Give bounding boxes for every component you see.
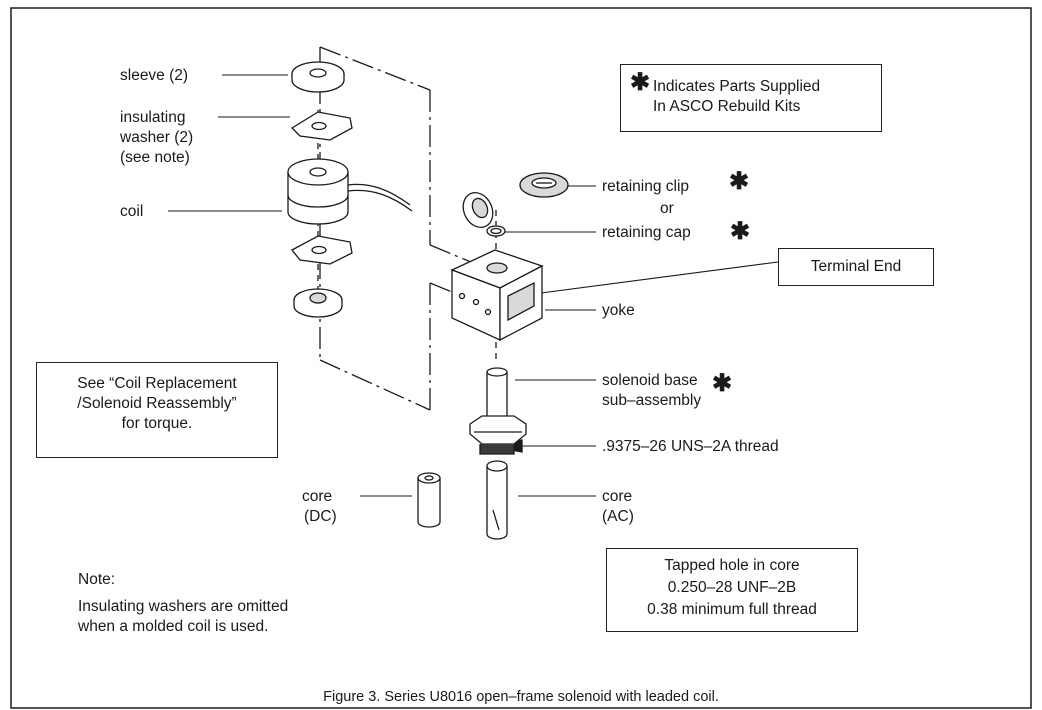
tapped-line-2: 0.250–28 UNF–2B: [667, 579, 797, 596]
star-icon: ✱: [729, 168, 750, 195]
coil-part: [287, 158, 413, 225]
label-core-dc-2: (DC): [304, 508, 337, 525]
washer-top-part: [290, 111, 353, 141]
label-insulating-washer-2: washer (2): [120, 129, 194, 146]
label-sleeve: sleeve (2): [120, 67, 189, 84]
label-insulating-washer-1: insulating: [120, 109, 186, 126]
yoke-part: [450, 249, 544, 342]
label-yoke: yoke: [602, 302, 635, 319]
star-icon: ✱: [712, 370, 733, 397]
tapped-line-1: Tapped hole in core: [664, 557, 800, 574]
legend-line-1: Indicates Parts Supplied: [653, 78, 821, 95]
label-solenoid-base-2: sub–assembly: [602, 392, 702, 409]
washer-lower-part: [291, 235, 353, 265]
legend-box: ✱ Indicates Parts Supplied In ASCO Rebui…: [620, 64, 882, 132]
label-thread: .9375–26 UNS–2A thread: [602, 438, 779, 455]
torque-line-3: for torque.: [121, 415, 193, 432]
label-insulating-washer-3: (see note): [120, 149, 190, 166]
star-icon: ✱: [630, 69, 651, 96]
label-retaining-cap: retaining cap: [602, 224, 691, 241]
core-dc-part: [417, 472, 441, 528]
note-title: Note:: [78, 571, 116, 588]
legend-line-2: In ASCO Rebuild Kits: [653, 98, 801, 115]
label-terminal-end: Terminal End: [810, 258, 902, 275]
label-core-ac-1: core: [602, 488, 633, 505]
note-line-1: Insulating washers are omitted: [78, 598, 289, 615]
leader-lines: [168, 74, 779, 497]
sleeve-lower-part: [293, 288, 343, 318]
label-coil: coil: [120, 203, 144, 220]
label-or: or: [660, 200, 674, 217]
torque-box: See “Coil Replacement /Solenoid Reassemb…: [36, 362, 278, 458]
solenoid-base-part: [469, 367, 527, 455]
core-ac-part: [486, 460, 508, 540]
torque-line-2: /Solenoid Reassembly”: [77, 395, 237, 412]
label-core-ac-2: (AC): [602, 508, 634, 525]
retaining-clip-part: [519, 172, 569, 198]
figure-frame: [10, 7, 1032, 709]
terminal-end-box: Terminal End: [778, 248, 934, 286]
note-line-2: when a molded coil is used.: [78, 618, 269, 635]
label-core-dc-1: core: [302, 488, 333, 505]
tapped-hole-box: Tapped hole in core 0.250–28 UNF–2B 0.38…: [606, 548, 858, 632]
star-icon: ✱: [730, 218, 751, 245]
sleeve-top-part: [291, 61, 345, 93]
figure-caption: Figure 3. Series U8016 open–frame soleno…: [323, 689, 719, 705]
torque-line-1: See “Coil Replacement: [77, 375, 237, 392]
retaining-cap-part: [462, 191, 506, 237]
tapped-line-3: 0.38 minimum full thread: [647, 601, 817, 618]
label-solenoid-base-1: solenoid base: [602, 372, 698, 389]
label-retaining-clip: retaining clip: [602, 178, 690, 195]
